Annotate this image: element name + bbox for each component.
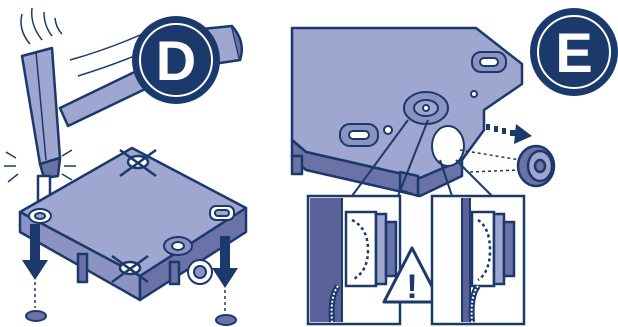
removed-feet-d: [26, 311, 236, 325]
step-letter-e: E: [555, 21, 592, 84]
step-badge-d: D: [132, 16, 220, 104]
warning-symbol: !: [406, 268, 417, 306]
panel-d: D: [4, 8, 246, 325]
detail-box-right: [432, 196, 524, 324]
detail-box-left: [308, 196, 400, 324]
arrow-right-icon: [486, 124, 532, 144]
panel-e: ! E: [292, 8, 618, 324]
removed-cap-e: [518, 146, 554, 186]
motion-lines: [21, 8, 62, 44]
step-letter-d: D: [156, 29, 196, 92]
step-badge-e: E: [530, 8, 618, 96]
dashed-guides-e: [460, 150, 520, 172]
